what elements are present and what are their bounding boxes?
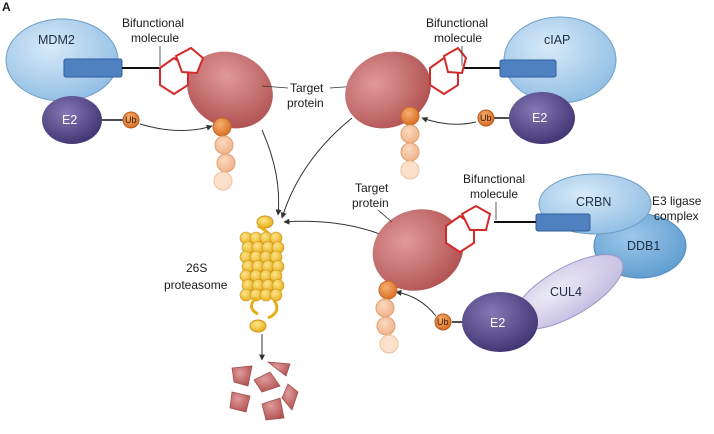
ub-chain-left-4 — [213, 171, 233, 191]
ub-bottom — [434, 313, 452, 331]
arrow-left-to-proteasome — [261, 129, 282, 216]
arrow-right-to-proteasome — [280, 117, 353, 219]
ub-chain-bottom-4 — [379, 334, 399, 354]
target-protein-right — [345, 51, 431, 129]
target-protein-left — [187, 51, 273, 129]
ub-transfer-arrow-bottom — [395, 289, 437, 317]
target-protein-bottom — [372, 209, 464, 291]
bifunctional-label-bottom-2: molecule — [470, 187, 518, 201]
crbn-label: CRBN — [576, 195, 611, 209]
bifunctional-molecule-left — [159, 46, 205, 96]
mdm2-label: MDM2 — [38, 33, 75, 47]
bifunctional-label-left-1: Bifunctional — [122, 16, 184, 30]
target-label-bottom-1: Target — [355, 181, 389, 195]
e2-right — [509, 92, 575, 144]
e2-bottom-label: E2 — [490, 316, 505, 330]
e3-ligase-label-1: E3 ligase — [652, 194, 702, 208]
ub-chain-right-1 — [400, 106, 420, 126]
bifunctional-label-bottom-1: Bifunctional — [463, 172, 525, 186]
ub-chain-right-3 — [400, 142, 420, 162]
target-label-bottom-2: protein — [352, 196, 389, 210]
ddb1-label: DDB1 — [627, 239, 660, 253]
ub-transfer-arrow-right — [421, 116, 477, 125]
bifunctional-label-right-1: Bifunctional — [426, 16, 488, 30]
ub-chain-left-1 — [212, 117, 232, 137]
target-label-top-1: Target — [290, 81, 324, 95]
cul4-label: CUL4 — [550, 285, 582, 299]
ub-chain-right-4 — [400, 160, 420, 180]
ub-left — [122, 111, 140, 129]
e2-bottom — [462, 292, 538, 352]
ub-chain-right-2 — [400, 124, 420, 144]
ub-chain-bottom-1 — [378, 280, 398, 300]
panel-label: A — [2, 0, 11, 14]
ciap-label: cIAP — [544, 33, 570, 47]
mdm2-binding-block — [63, 58, 123, 78]
ciap-binding-block — [499, 59, 557, 78]
proteasome-label-2: proteasome — [164, 278, 228, 292]
e2-right-label: E2 — [532, 111, 547, 125]
ub-chain-left-3 — [216, 153, 236, 173]
e3-ligase-label-2: complex — [654, 209, 699, 223]
ub-chain-bottom-3 — [376, 316, 396, 336]
target-label-top-2: protein — [287, 96, 324, 110]
proteasome — [239, 215, 285, 333]
e2-left — [42, 96, 102, 144]
proteasome-label-1: 26S — [186, 261, 207, 275]
ciap-complex: cIAP E2 Ub — [345, 16, 617, 180]
e2-left-label: E2 — [62, 113, 77, 127]
ub-left-label: Ub — [125, 115, 137, 125]
arrow-bottom-to-proteasome — [283, 218, 386, 237]
peptide-fragments — [229, 361, 299, 421]
ub-chain-bottom-2 — [375, 298, 395, 318]
mdm2-complex: MDM2 E2 Ub — [5, 18, 273, 191]
ub-right — [477, 109, 495, 127]
bifunctional-molecule-bottom — [445, 204, 492, 254]
bifunctional-label-left-2: molecule — [131, 31, 179, 45]
proteasome-subunit — [269, 288, 283, 302]
ub-bottom-label: Ub — [437, 317, 449, 327]
crbn-complex: DDB1 CRBN CUL4 E2 Ub — [372, 173, 687, 354]
bifunctional-label-right-2: molecule — [434, 31, 482, 45]
ub-chain-left-2 — [214, 135, 234, 155]
ub-right-label: Ub — [480, 113, 492, 123]
ub-transfer-arrow-left — [139, 123, 213, 132]
bifunctional-molecule-right — [429, 46, 468, 96]
crbn-binding-block — [535, 213, 591, 232]
